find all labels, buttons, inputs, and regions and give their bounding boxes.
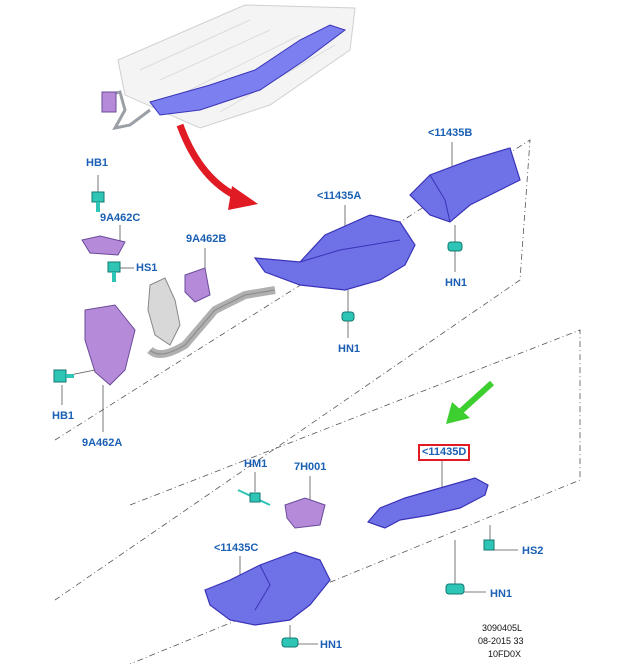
label-hm1: HM1 [244,458,268,470]
footer-line-2: 08-2015 33 [478,636,524,646]
label-11435a: <11435A [317,190,362,202]
bracket-9a462b-icon [184,248,211,303]
label-hn1-a: HN1 [338,343,361,355]
label-9a462b: 9A462B [186,233,227,245]
label-hn1-d: HN1 [320,639,343,651]
label-11435b: <11435B [428,127,473,139]
bracket-7h001-icon [284,476,326,529]
fastener-hb1-bottom-icon [53,369,96,405]
green-arrow-icon [446,380,495,424]
label-11435c: <11435C [214,542,259,554]
fastener-hs1-icon [107,261,134,282]
label-hb1-bottom: HB1 [52,410,75,422]
heat-shield-11435d-icon [366,460,518,595]
stud-hm1-icon [237,472,271,506]
label-hn1-c: HN1 [490,588,513,600]
heat-shield-11435b-icon [409,142,521,272]
label-hn1-b: HN1 [445,277,468,289]
assembly-outline [54,139,581,664]
footer-line-1: 3090405L [482,623,523,633]
catalytic-converter-icon [84,277,276,386]
label-hb1-top: HB1 [86,157,109,169]
label-hs2: HS2 [522,545,544,557]
heat-shield-11435a-icon [253,205,416,338]
label-9a462a: 9A462A [82,437,123,449]
label-9a462c: 9A462C [100,212,141,224]
fastener-hb1-top-icon [91,175,105,212]
bracket-9a462c-icon [81,225,126,256]
footer-line-3: 10FD0X [488,649,522,659]
label-7h001: 7H001 [294,461,327,473]
red-arrow-icon [176,123,258,210]
vehicle-floor-overview [101,4,356,131]
label-hs1: HS1 [136,262,158,274]
heat-shield-11435c-icon [204,551,331,648]
label-11435d-highlighted: <11435D [418,444,471,461]
